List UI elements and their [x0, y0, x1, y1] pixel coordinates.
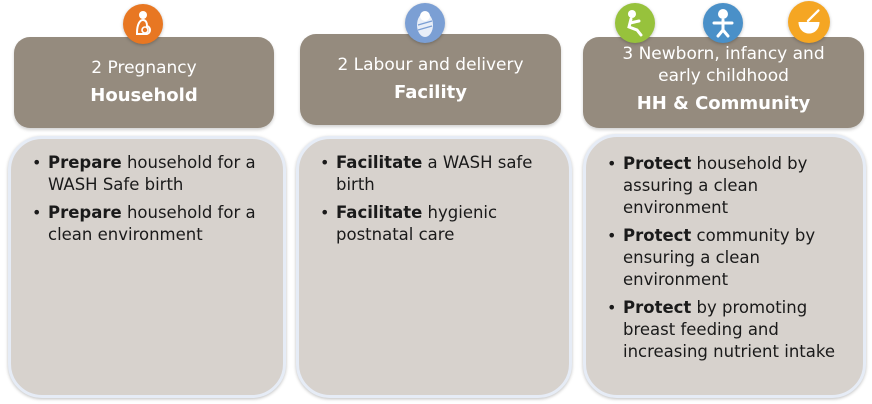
action-list: Facilitate a WASH safe birth Facilitate …	[319, 152, 553, 246]
actions-box-pregnancy: Prepare household for a WASH Safe birth …	[8, 136, 286, 398]
stage-title: 3 Newborn, infancy and early childhood	[622, 44, 825, 86]
list-item: Protect by promoting breast feeding and …	[606, 297, 851, 363]
actions-box-labour: Facilitate a WASH safe birth Facilitate …	[296, 136, 572, 398]
list-item: Facilitate a WASH safe birth	[319, 152, 553, 196]
header-labour: 2 Labour and delivery Facility	[300, 34, 561, 125]
venue-title: Household	[90, 85, 198, 106]
pregnant-woman-icon	[123, 4, 163, 44]
crawling-baby-icon	[615, 3, 655, 43]
list-item: Facilitate hygienic postnatal care	[319, 202, 553, 246]
venue-title: Facility	[394, 82, 467, 103]
infant-icon	[703, 3, 743, 43]
header-pregnancy: 2 Pregnancy Household	[14, 37, 274, 128]
list-item: Protect community by ensuring a clean en…	[606, 225, 851, 291]
food-bowl-icon	[788, 1, 830, 43]
action-list: Protect household by assuring a clean en…	[606, 153, 851, 363]
venue-title: HH & Community	[636, 93, 811, 114]
header-newborn: 3 Newborn, infancy and early childhood H…	[583, 37, 864, 128]
stage-title: 2 Labour and delivery	[337, 55, 524, 75]
list-item: Protect household by assuring a clean en…	[606, 153, 851, 219]
list-item: Prepare household for a WASH Safe birth	[31, 152, 267, 196]
list-item: Prepare household for a clean environmen…	[31, 202, 267, 246]
swaddled-baby-icon	[405, 3, 445, 43]
action-list: Prepare household for a WASH Safe birth …	[31, 152, 267, 246]
stage-title: 2 Pregnancy	[91, 58, 197, 78]
actions-box-newborn: Protect household by assuring a clean en…	[583, 134, 866, 398]
